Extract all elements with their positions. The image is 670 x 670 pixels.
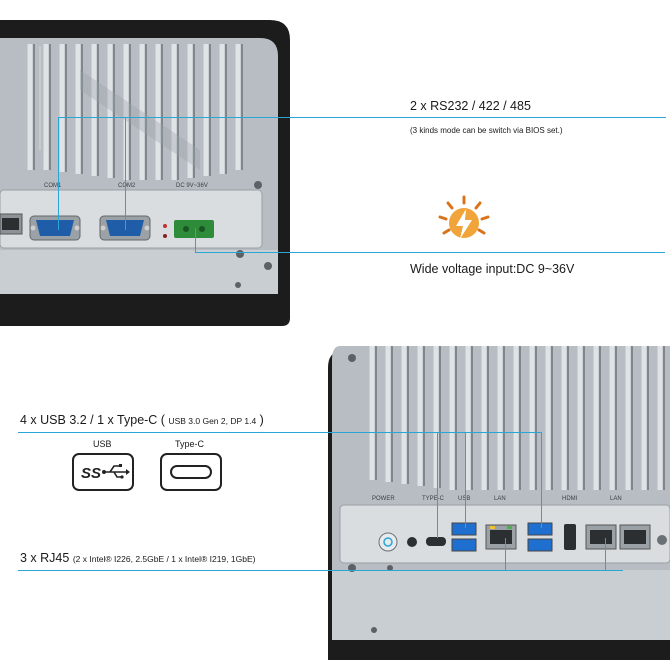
power-label: POWER bbox=[372, 496, 395, 502]
power-button bbox=[378, 532, 398, 552]
lan2-label: LAN bbox=[610, 496, 622, 502]
rs232-callout-drop-1 bbox=[58, 117, 59, 230]
bottom-device-illustration: POWER TYPE-C USB LAN HDMI LAN bbox=[328, 346, 670, 660]
usb-port-3 bbox=[527, 522, 553, 536]
rj45-callout-drop-2 bbox=[605, 538, 606, 570]
lan-label: LAN bbox=[494, 496, 506, 502]
lightning-bolt-icon bbox=[438, 195, 490, 239]
rs232-callout-line bbox=[58, 117, 666, 118]
usb-port-1 bbox=[451, 522, 477, 536]
typec-port bbox=[426, 537, 446, 546]
hdmi-port bbox=[564, 524, 576, 550]
usb-callout-drop-3 bbox=[541, 432, 542, 528]
voltage-callout-drop bbox=[195, 228, 196, 252]
top-com2-label: COM2 bbox=[118, 183, 136, 189]
usb-callout-drop-2 bbox=[465, 432, 466, 528]
top-com1-label: COM1 bbox=[44, 183, 62, 189]
usb-note: USB 3.0 Gen 2, DP 1.4 bbox=[168, 416, 257, 426]
rj45-title: 3 x RJ45 bbox=[20, 551, 70, 565]
top-dc-label: DC 9V~36V bbox=[176, 183, 208, 189]
voltage-label: Wide voltage input:DC 9~36V bbox=[410, 262, 575, 276]
usb-port-4 bbox=[527, 538, 553, 552]
rs232-title: 2 x RS232 / 422 / 485 bbox=[410, 99, 531, 113]
rj45-callout-line bbox=[18, 570, 623, 571]
voltage-callout-line bbox=[195, 252, 665, 253]
usb-callout-drop-1 bbox=[437, 432, 438, 538]
usb-close: ) bbox=[259, 413, 264, 427]
usb-ss-icon: SS bbox=[72, 453, 134, 491]
top-com1-port bbox=[29, 215, 81, 241]
typec-icon bbox=[160, 453, 222, 491]
usb-logo-text: SS bbox=[81, 465, 101, 482]
rs232-note: (3 kinds mode can be switch via BIOS set… bbox=[410, 126, 563, 135]
top-heatsink bbox=[27, 44, 241, 180]
top-dc-terminal bbox=[174, 220, 214, 238]
typec-label: TYPE-C bbox=[422, 496, 445, 502]
top-device-illustration: COM1 COM2 DC 9V~36V bbox=[0, 20, 290, 326]
rs232-callout-drop-2 bbox=[125, 117, 126, 230]
usb-port-2 bbox=[451, 538, 477, 552]
usb-label: USB bbox=[458, 496, 470, 502]
rj45-note: (2 x Intel® I226, 2.5GbE / 1 x Intel® I2… bbox=[72, 554, 256, 564]
typec-icon-label: Type-C bbox=[175, 439, 205, 449]
usb-icon-label: USB bbox=[93, 439, 112, 449]
usb-title: 4 x USB 3.2 / 1 x Type-C ( bbox=[20, 413, 165, 427]
rj45-callout-title: 3 x RJ45 (2 x Intel® I226, 2.5GbE / 1 x … bbox=[20, 551, 255, 565]
usb-callout-title: 4 x USB 3.2 / 1 x Type-C ( USB 3.0 Gen 2… bbox=[20, 413, 264, 427]
usb-callout-line bbox=[18, 432, 542, 433]
rj45-callout-drop-1 bbox=[505, 538, 506, 570]
hdmi-label: HDMI bbox=[562, 496, 578, 502]
